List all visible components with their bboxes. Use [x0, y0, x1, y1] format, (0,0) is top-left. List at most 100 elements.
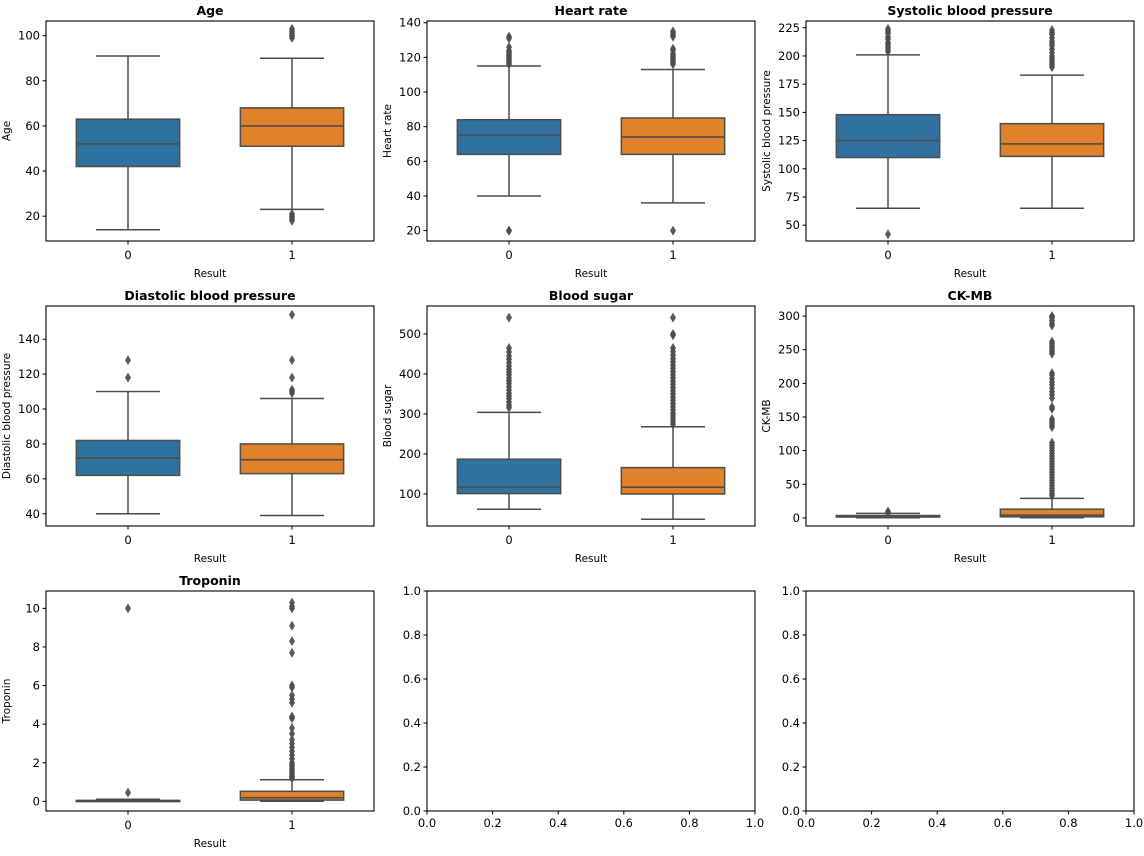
y-tick-label: 100 [399, 85, 421, 99]
outlier-marker [289, 636, 295, 647]
x-tick-label: 0 [505, 533, 512, 547]
panel-title: Diastolic blood pressure [124, 288, 295, 303]
y-tick-label: 0.6 [403, 672, 421, 686]
box-rect[interactable] [239, 790, 345, 801]
x-tick-label: 1 [288, 818, 295, 832]
box-group-0 [75, 355, 181, 515]
y-tick-label: 140 [399, 16, 421, 30]
box-group-0 [835, 506, 941, 519]
y-tick-label: 80 [25, 74, 40, 88]
y-tick-label: 150 [778, 410, 800, 424]
y-tick-label: 50 [785, 477, 800, 491]
panel-title: Age [196, 3, 223, 18]
outlier-marker [1049, 403, 1055, 414]
outlier-marker [289, 355, 295, 366]
box-group-1 [239, 23, 345, 226]
box-rect[interactable] [75, 118, 181, 168]
box-group-0 [456, 312, 562, 510]
outlier-marker [289, 620, 295, 631]
y-tick-label: 175 [778, 77, 800, 91]
box-rect[interactable] [239, 107, 345, 147]
y-tick-label: 100 [399, 487, 421, 501]
y-tick-label: 0.8 [403, 628, 421, 642]
y-tick-label: 50 [785, 218, 800, 232]
outlier-marker [885, 46, 891, 57]
outlier-marker [1049, 490, 1055, 501]
outlier-marker [289, 713, 295, 724]
y-tick-label: 0.2 [782, 760, 800, 774]
y-tick-label: 120 [399, 50, 421, 64]
y-tick-label: 0 [33, 794, 40, 808]
y-axis-label: Diastolic blood pressure [1, 353, 13, 479]
y-tick-label: 80 [25, 437, 40, 451]
x-tick-label: 1 [669, 533, 676, 547]
axes-frame [45, 305, 375, 527]
box-group-1 [620, 312, 726, 520]
y-tick-label: 40 [406, 189, 421, 203]
box-group-0 [75, 603, 181, 803]
y-tick-label: 6 [33, 679, 40, 693]
box-group-1 [620, 26, 726, 236]
x-axis-label: Result [954, 553, 986, 565]
x-tick-label: 0.2 [862, 816, 880, 830]
box-rect[interactable] [456, 458, 562, 495]
panel-diastolic-blood-pressure: Diastolic blood pressure406080100120140D… [1, 288, 375, 565]
panel-title: Heart rate [555, 3, 628, 18]
outlier-marker [1049, 422, 1055, 433]
panel-title: Systolic blood pressure [887, 3, 1052, 18]
y-tick-label: 100 [18, 29, 40, 43]
outlier-marker [670, 31, 676, 42]
x-tick-label: 0.6 [994, 816, 1012, 830]
x-tick-label: 0 [124, 248, 131, 262]
panel-title: CK-MB [948, 288, 993, 303]
axes-frame [45, 590, 375, 812]
outlier-marker [125, 787, 131, 798]
outlier-marker [506, 402, 512, 413]
box-group-1 [999, 25, 1105, 210]
y-tick-label: 150 [778, 105, 800, 119]
outlier-marker [289, 697, 295, 708]
outlier-marker [506, 312, 512, 323]
box-group-0 [75, 55, 181, 231]
panel-systolic-blood-pressure: Systolic blood pressure50751001251501752… [761, 3, 1135, 280]
x-tick-label: 0.8 [1059, 816, 1077, 830]
x-tick-label: 1 [1048, 533, 1055, 547]
outlier-marker [289, 723, 295, 734]
box-rect[interactable] [999, 122, 1105, 158]
x-tick-label: 1 [1048, 248, 1055, 262]
y-tick-label: 20 [25, 209, 40, 223]
y-tick-label: 40 [25, 507, 40, 521]
box-rect[interactable] [456, 118, 562, 156]
outlier-marker [670, 225, 676, 236]
outlier-marker [1049, 393, 1055, 404]
x-tick-label: 0 [124, 818, 131, 832]
box-group-1 [239, 309, 345, 517]
y-tick-label: 2 [33, 756, 40, 770]
y-tick-label: 500 [399, 327, 421, 341]
y-tick-label: 300 [399, 407, 421, 421]
y-tick-label: 200 [778, 376, 800, 390]
outlier-marker [670, 312, 676, 323]
axes-frame [805, 590, 1135, 812]
axes-frame [426, 305, 756, 527]
y-tick-label: 60 [25, 119, 40, 133]
outlier-marker [506, 33, 512, 44]
outlier-marker [289, 388, 295, 399]
y-tick-label: 100 [18, 402, 40, 416]
x-axis-label: Result [194, 268, 226, 280]
x-tick-label: 0.8 [680, 816, 698, 830]
box-rect[interactable] [835, 113, 941, 159]
outlier-marker [289, 32, 295, 43]
box-rect[interactable] [239, 443, 345, 475]
x-tick-label: 1 [288, 248, 295, 262]
box-rect[interactable] [999, 508, 1105, 518]
box-rect[interactable] [620, 466, 726, 495]
axes-frame [45, 20, 375, 242]
box-rect[interactable] [620, 117, 726, 156]
x-tick-label: 1.0 [746, 816, 764, 830]
outlier-marker [125, 355, 131, 366]
